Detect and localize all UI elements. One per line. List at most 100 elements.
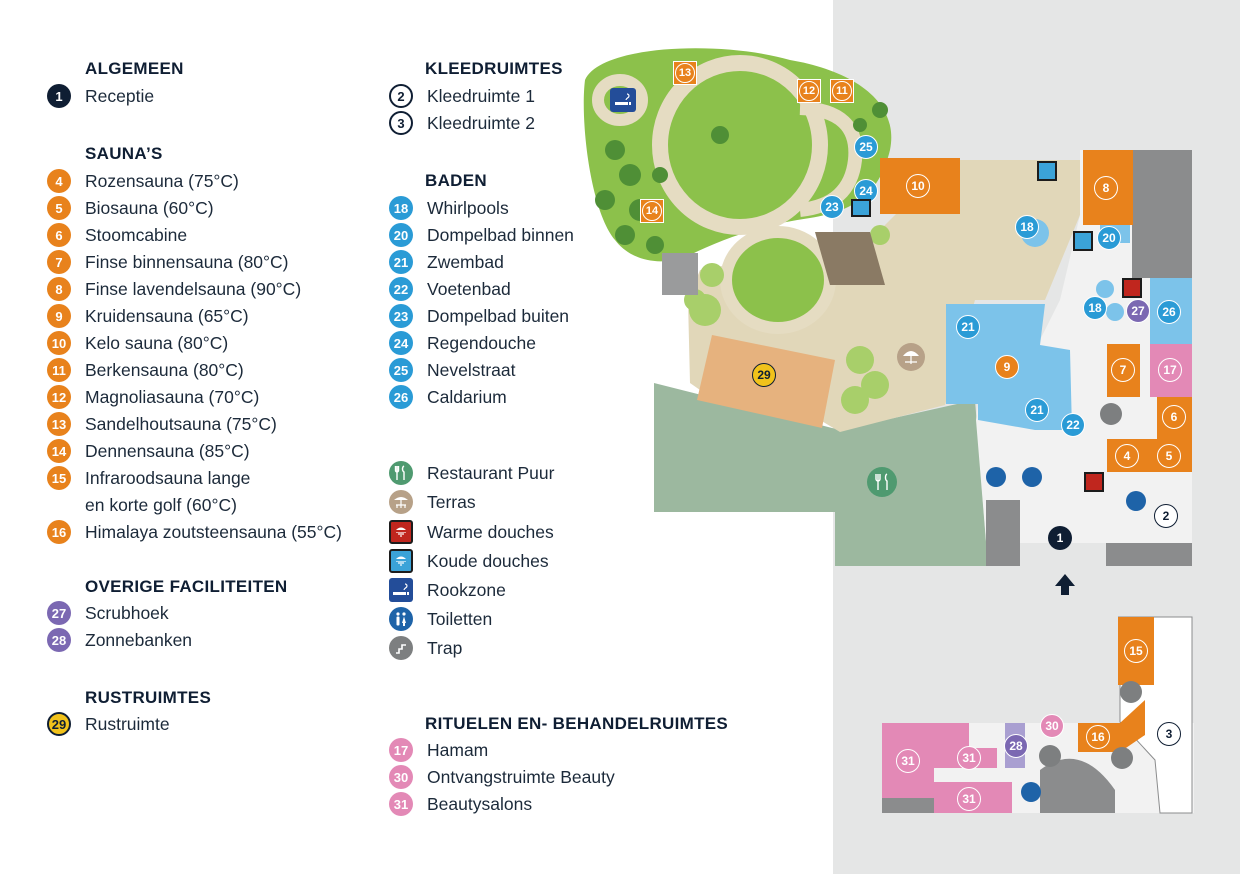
legend-label: Zwembad (427, 252, 504, 272)
sauna-number: 12 (799, 81, 819, 101)
map-marker-sauna-10[interactable]: 10 (906, 174, 930, 198)
map-marker-sauna-14[interactable]: 14 (640, 199, 664, 223)
map-marker-kleedruimte-2[interactable]: 3 (1157, 722, 1181, 746)
map-marker-sauna-12[interactable]: 12 (797, 79, 821, 103)
trees (595, 102, 888, 254)
map-marker-kleedruimte-1[interactable]: 2 (1154, 504, 1178, 528)
map-marker-sauna-9[interactable]: 9 (995, 355, 1019, 379)
map-marker-dompelbad-20[interactable]: 20 (1097, 226, 1121, 250)
map-marker-sauna-4[interactable]: 4 (1115, 444, 1139, 468)
warm-shower-icon (389, 520, 413, 544)
legend-item-rookzone[interactable]: Rookzone (389, 578, 506, 602)
legend-item-warme-douches[interactable]: Warme douches (389, 520, 554, 544)
legend-label: Rustruimte (85, 714, 170, 734)
map-marker-hamam-17[interactable]: 17 (1158, 358, 1182, 382)
map-marker-regendouche-24[interactable]: 24 (854, 179, 878, 203)
cold-shower-icon[interactable] (851, 199, 871, 217)
map-marker-whirlpool-18b[interactable]: 18 (1083, 296, 1107, 320)
number-badge: 31 (389, 792, 413, 816)
number-badge: 8 (47, 277, 71, 301)
legend-item-terras[interactable]: Terras (389, 490, 476, 514)
map-marker-ontvangstruimte-30[interactable]: 30 (1040, 714, 1064, 738)
map-marker-beautysalon-31a[interactable]: 31 (896, 749, 920, 773)
legend-label: Sandelhoutsauna (75°C) (85, 414, 277, 434)
legend-item-toiletten[interactable]: Toiletten (389, 607, 492, 631)
stairs-icon[interactable] (1120, 681, 1142, 703)
map-marker-zonnebanken-28[interactable]: 28 (1004, 734, 1028, 758)
map-marker-sauna-15[interactable]: 15 (1124, 639, 1148, 663)
map-marker-sauna-5[interactable]: 5 (1157, 444, 1181, 468)
map-marker-whirlpool-18[interactable]: 18 (1015, 215, 1039, 239)
legend-item-receptie[interactable]: 1 Receptie (47, 84, 154, 108)
toilet-icon[interactable] (1022, 467, 1042, 487)
restaurant-area (654, 383, 988, 566)
map-marker-zwembad-21b[interactable]: 21 (1025, 398, 1049, 422)
legend-item-trap[interactable]: Trap (389, 636, 462, 660)
warm-shower-icon[interactable] (1122, 278, 1142, 298)
map-marker-beautysalon-31c[interactable]: 31 (957, 787, 981, 811)
map-marker-dompelbad-23[interactable]: 23 (820, 195, 844, 219)
entrance-arrow-icon (1055, 574, 1075, 595)
map-marker-scrubhoek-27[interactable]: 27 (1126, 299, 1150, 323)
stairs-icon[interactable] (1100, 403, 1122, 425)
stairs-icon[interactable] (1111, 747, 1133, 769)
map-marker-sauna-8[interactable]: 8 (1094, 176, 1118, 200)
legend-heading-rituelen: RITUELEN EN- BEHANDELRUIMTES (425, 714, 729, 733)
map-marker-beautysalon-31b[interactable]: 31 (957, 746, 981, 770)
smoking-icon[interactable] (610, 88, 636, 112)
map-marker-receptie[interactable]: 1 (1048, 526, 1072, 550)
map-marker-sauna-11[interactable]: 11 (830, 79, 854, 103)
cold-shower-icon[interactable] (1037, 161, 1057, 181)
map-marker-sauna-6[interactable]: 6 (1162, 405, 1186, 429)
number-badge: 1 (47, 84, 71, 108)
toilet-icon[interactable] (1021, 782, 1041, 802)
map-marker-caldarium-26[interactable]: 26 (1157, 300, 1181, 324)
map-marker-sauna-13[interactable]: 13 (673, 61, 697, 85)
legend-label: Dennensauna (85°C) (85, 441, 250, 461)
stairs-icon[interactable] (1039, 745, 1061, 767)
map-marker-nevelstraat-25[interactable]: 25 (854, 135, 878, 159)
map-marker-sauna-7[interactable]: 7 (1111, 358, 1135, 382)
map-marker-voetenbad-22[interactable]: 22 (1061, 413, 1085, 437)
warm-shower-icon[interactable] (1084, 472, 1104, 492)
map-marker-rustruimte-29[interactable]: 29 (752, 363, 776, 387)
map-marker-zwembad-21[interactable]: 21 (956, 315, 980, 339)
legend-item-koude-douches[interactable]: Koude douches (389, 549, 549, 573)
legend-label: Caldarium (427, 387, 507, 407)
toilet-icon[interactable] (986, 467, 1006, 487)
cold-shower-icon[interactable] (1073, 231, 1093, 251)
map-marker-sauna-16[interactable]: 16 (1086, 725, 1110, 749)
legend-item-restaurant[interactable]: Restaurant Puur (389, 461, 554, 485)
toilet-icon[interactable] (1126, 491, 1146, 511)
